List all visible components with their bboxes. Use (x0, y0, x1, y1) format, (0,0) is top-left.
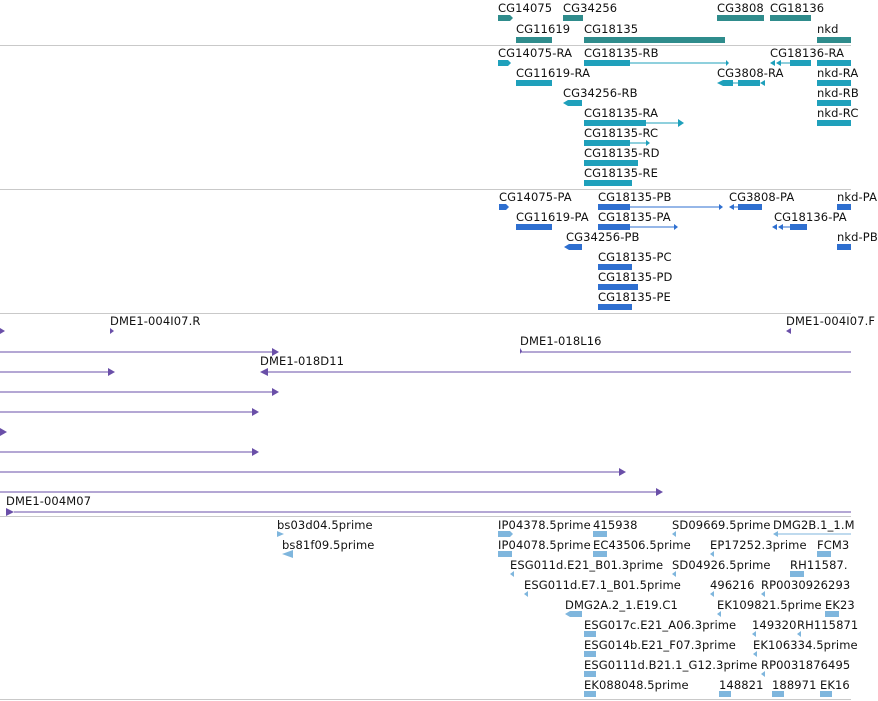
est-label: ESG011d.E21_B01.3prime (510, 558, 664, 572)
gene-glyph (584, 37, 725, 43)
transcript-label: CG3808-RA (717, 66, 784, 80)
est-label: FCM3 (817, 538, 850, 552)
est-label: SD04926.5prime (672, 558, 771, 572)
protein-label: CG3808-PA (729, 190, 795, 204)
protein-label: CG34256-PB (566, 230, 640, 244)
transcript-label: CG18135-RB (584, 46, 659, 60)
protein-label: CG18136-PA (774, 210, 847, 224)
protein-features[interactable] (0, 190, 851, 313)
est-label: ESG011d.E7.1_B01.5prime (524, 578, 681, 592)
est-label: 188971 (772, 678, 817, 692)
est-track: bs03d04.5prime IP04378.5prime 415938 SD0… (0, 517, 858, 700)
protein-label: CG18135-PE (598, 290, 671, 304)
est-label: RP0031876495 (761, 658, 851, 672)
est-label: EP17252.3prime (710, 538, 807, 552)
gene-glyph (516, 37, 552, 43)
est-label: ESG017c.E21_A06.3prime (584, 618, 737, 632)
protein-label: CG18135-PC (598, 250, 672, 264)
clone-label: DME1-018D11 (260, 354, 345, 368)
gene-label: CG18135 (584, 22, 639, 36)
gene-glyph (563, 15, 583, 21)
gene-glyph (717, 15, 764, 21)
est-label: EK109821.5prime (717, 598, 822, 612)
transcript-label: CG18135-RA (584, 106, 659, 120)
est-label: IP04078.5prime (498, 538, 591, 552)
est-label: 148821 (719, 678, 764, 692)
protein-label: nkd-PA (837, 190, 878, 204)
track-divider (0, 699, 851, 700)
transcript-label: nkd-RC (817, 106, 859, 120)
est-label: 415938 (593, 518, 638, 532)
track-divider (0, 516, 851, 517)
clone-label: DME1-004M07 (6, 494, 92, 508)
protein-label: CG18135-PA (598, 210, 671, 224)
gene-glyph (498, 15, 510, 21)
track-divider (0, 313, 851, 314)
est-label: IP04378.5prime (498, 518, 591, 532)
est-label: EK106334.5prime (753, 638, 858, 652)
transcript-label: nkd-RA (817, 66, 859, 80)
protein-label: nkd-PB (837, 230, 878, 244)
est-label: EC43506.5prime (593, 538, 691, 552)
track-divider (0, 45, 851, 46)
protein-label: CG18135-PD (598, 270, 673, 284)
transcript-label: CG18136-RA (770, 46, 845, 60)
gene-label: CG34256 (563, 1, 618, 15)
est-label: RH11587. (790, 558, 848, 572)
gene-glyph (817, 37, 851, 43)
est-label: EK088048.5prime (584, 678, 689, 692)
transcript-label: CG18135-RC (584, 126, 659, 140)
est-label: ESG014b.E21_F07.3prime (584, 638, 736, 652)
est-label: SD09669.5prime (672, 518, 771, 532)
transcript-label: CG11619-RA (516, 66, 591, 80)
clone-features[interactable] (0, 314, 851, 516)
protein-label: CG14075-PA (499, 190, 572, 204)
clone-label: DME1-004I07.R (110, 314, 201, 328)
clone-label: DME1-018L16 (520, 334, 602, 348)
est-label: ESG0111d.B21.1_G12.3prime (584, 658, 758, 672)
transcript-label: nkd-RB (817, 86, 859, 100)
est-label: bs03d04.5prime (277, 518, 373, 532)
transcript-features[interactable] (0, 46, 851, 189)
track-divider (0, 189, 851, 190)
est-label: 496216 (710, 578, 755, 592)
transcript-label: CG18135-RE (584, 166, 658, 180)
est-label: bs81f09.5prime (282, 538, 375, 552)
gene-glyph (770, 15, 811, 21)
transcript-label: CG18135-RD (584, 146, 660, 160)
gene-label: CG18136 (770, 1, 825, 15)
gene-glyph (510, 15, 513, 21)
protein-track: CG14075-PA CG18135-PB CG3808-PA nkd-PA C… (0, 190, 878, 313)
protein-label: CG11619-PA (516, 210, 589, 224)
est-label: 149320 (752, 618, 797, 632)
gene-track: CG14075 CG34256 CG3808 CG18136 CG11619 C… (0, 0, 851, 45)
gene-label: CG11619 (516, 22, 571, 36)
est-label: RP0030926293 (761, 578, 851, 592)
transcript-label: CG34256-RB (563, 86, 638, 100)
transcript-track: CG14075-RA CG18135-RB CG18136-RA CG11619… (0, 46, 859, 189)
est-label: RH115871 (797, 618, 859, 632)
transcript-label: CG14075-RA (498, 46, 573, 60)
gene-label: CG14075 (498, 1, 553, 15)
gene-label: nkd (817, 22, 839, 36)
gene-features[interactable] (0, 0, 851, 45)
est-label: EK16 (820, 678, 850, 692)
gene-label: CG3808 (717, 1, 764, 15)
est-features[interactable] (0, 517, 851, 700)
est-label: DMG2A.2_1.E19.C1 (565, 598, 678, 612)
protein-label: CG18135-PB (598, 190, 672, 204)
est-label: DMG2B.1_1.M (773, 518, 855, 532)
clone-label: DME1-004I07.F (786, 314, 876, 328)
clone-track: DME1-004I07.R DME1-004I07.F DME1-018L16 … (0, 314, 875, 516)
est-label: EK23 (825, 598, 855, 612)
